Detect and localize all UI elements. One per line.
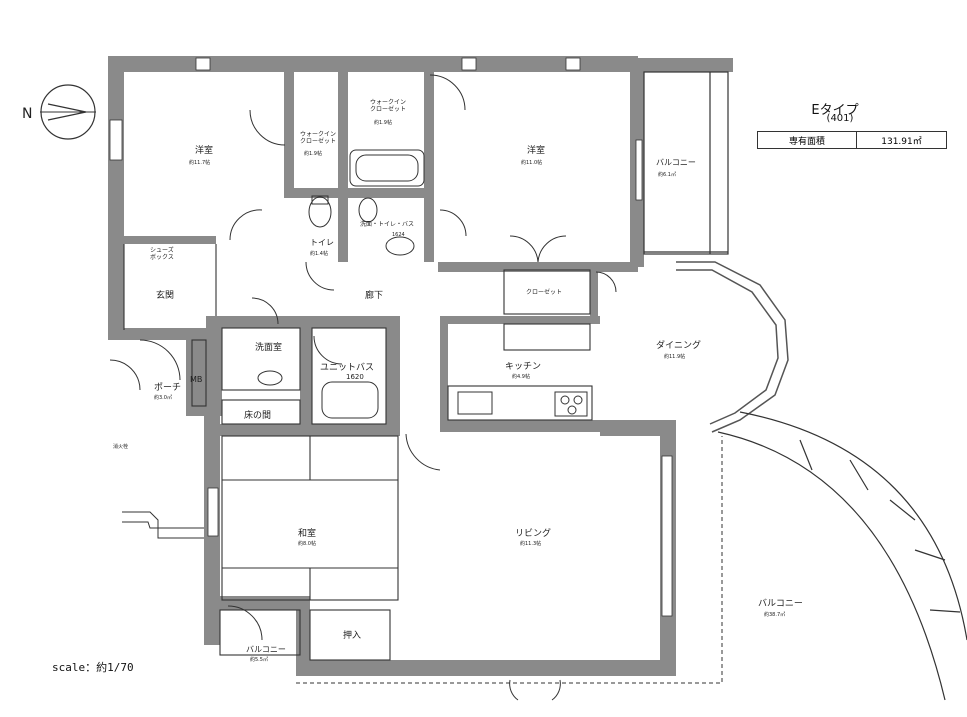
- room-shoes: シューズボックス: [150, 246, 174, 261]
- room-balcony-right-area: 約38.7㎡: [764, 611, 785, 618]
- room-labels: 洋室 約11.7帖 ウォークインクローゼット 約1.9帖 ウォークインクローゼッ…: [113, 98, 803, 663]
- room-balcony-bottom-area: 約5.5㎡: [250, 656, 268, 663]
- room-toilet: トイレ: [310, 238, 334, 247]
- room-balcony-top-area: 約6.1㎡: [658, 171, 676, 178]
- room-western1: 洋室: [195, 144, 213, 156]
- type-title: Eタイプ: [811, 103, 859, 118]
- room-kitchen-area: 約4.9帖: [512, 373, 530, 380]
- scale-label: scale：約1/70: [52, 661, 134, 674]
- room-walkin2: ウォークインクローゼット: [370, 98, 406, 113]
- unit-number: (401): [826, 113, 854, 124]
- curved-balcony: [717, 411, 967, 701]
- room-balcony-top: バルコニー: [656, 158, 696, 167]
- toilet-icon: [308, 196, 332, 228]
- room-oshiire: 押入: [343, 629, 361, 641]
- room-washitsu-area: 約8.0帖: [298, 540, 316, 547]
- unit-bath-tub-icon: [321, 381, 379, 419]
- room-walkin2-area: 約1.9帖: [374, 119, 392, 126]
- room-living-area: 約11.3帖: [520, 540, 541, 547]
- room-western1-area: 約11.7帖: [189, 159, 210, 166]
- room-balcony-bottom: バルコニー: [246, 645, 286, 654]
- top-balcony: [643, 71, 729, 255]
- room-washroom: 洗面室: [255, 341, 282, 353]
- sink2-icon: [457, 391, 493, 415]
- north-label: N: [22, 106, 32, 122]
- door-swings: [109, 74, 617, 701]
- room-western2-area: 約11.0帖: [521, 159, 542, 166]
- area-table: 専有面積 131.91㎡: [757, 131, 947, 149]
- balcony-dashed-outline: [296, 436, 723, 684]
- stove-icon: [560, 395, 570, 405]
- room-entrance: 玄関: [156, 289, 174, 301]
- room-western2: 洋室: [527, 144, 545, 156]
- sink-icon: [385, 236, 415, 256]
- room-walkin1: ウォークインクローゼット: [300, 130, 336, 145]
- room-washroom-toilet: 洗面・トイレ・バス: [360, 220, 414, 228]
- room-balcony-right: バルコニー: [758, 598, 803, 609]
- fixtures: [257, 149, 588, 419]
- room-porch: ポーチ: [154, 382, 181, 393]
- area-label: 専有面積: [758, 132, 857, 148]
- windows: [109, 57, 673, 617]
- room-washroom-toilet-area: 1624: [392, 232, 405, 238]
- room-washitsu: 和室: [298, 527, 316, 539]
- area-value: 131.91㎡: [881, 136, 922, 147]
- room-toilet-area: 約1.4帖: [310, 250, 328, 257]
- exterior-walls: [108, 56, 733, 676]
- room-dining: ダイニング: [656, 339, 701, 351]
- room-mb: MB: [190, 375, 202, 384]
- room-unit-bath-size: 1620: [346, 373, 364, 381]
- room-dining-area: 約11.9帖: [664, 353, 685, 360]
- room-living: リビング: [515, 527, 551, 539]
- room-tokonoma: 床の間: [244, 409, 271, 421]
- room-closet: クローゼット: [526, 288, 562, 296]
- room-hallway: 廊下: [365, 289, 383, 301]
- room-porch-area: 約3.0㎡: [154, 394, 172, 401]
- dining-bay-wall: [676, 261, 789, 433]
- room-walkin1-area: 約1.9帖: [304, 150, 322, 157]
- room-hydrant: 消火栓: [113, 443, 128, 450]
- interior-lines: [123, 244, 593, 661]
- room-kitchen: キッチン: [505, 361, 541, 372]
- wash-basin-icon: [257, 370, 283, 386]
- bathtub-icon: [349, 149, 425, 187]
- north-compass: N: [22, 84, 96, 140]
- side-steps: [122, 511, 204, 539]
- room-unit-bath: ユニットバス: [320, 362, 374, 373]
